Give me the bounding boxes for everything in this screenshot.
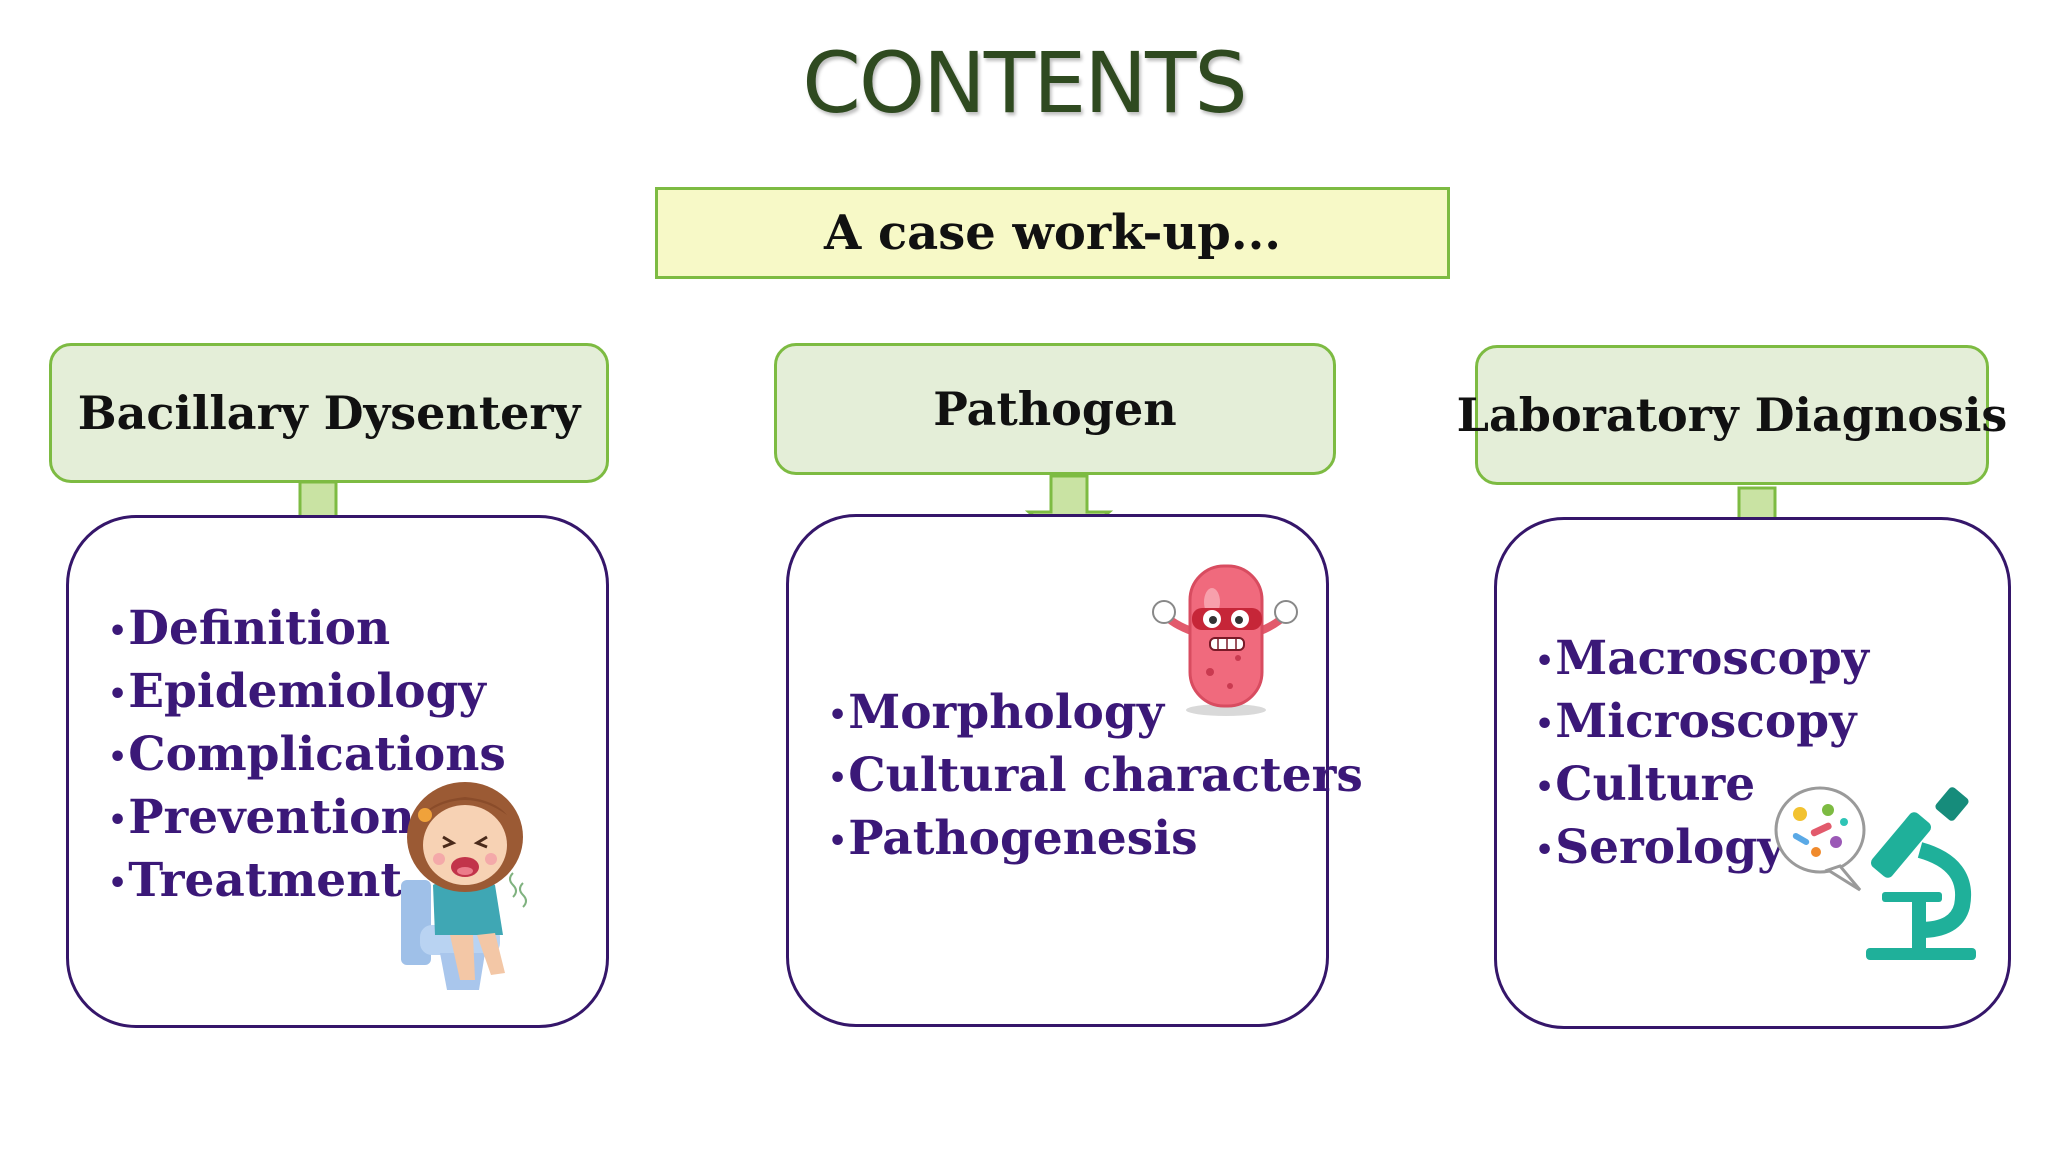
header-pathogen: Pathogen bbox=[774, 343, 1336, 475]
list-item: Serology bbox=[1535, 818, 1869, 881]
header-bacillary-dysentery: Bacillary Dysentery bbox=[49, 343, 609, 483]
list-item: Pathogenesis bbox=[828, 809, 1363, 872]
list-item: Treatment bbox=[108, 851, 506, 914]
topic-list-pathogen: Morphology Cultural characters Pathogene… bbox=[828, 683, 1363, 872]
child-on-toilet-icon bbox=[401, 782, 527, 990]
list-item: Microscopy bbox=[1535, 692, 1869, 755]
case-workup-box: A case work-up... bbox=[655, 187, 1450, 279]
header-label: Pathogen bbox=[933, 382, 1177, 436]
list-item: Cultural characters bbox=[828, 746, 1363, 809]
microscope-icon bbox=[1774, 786, 1976, 960]
list-item: Macroscopy bbox=[1535, 629, 1869, 692]
header-label: Laboratory Diagnosis bbox=[1456, 388, 2008, 442]
bacterium-character-icon bbox=[1152, 564, 1298, 716]
header-laboratory-diagnosis: Laboratory Diagnosis bbox=[1457, 345, 2007, 485]
list-item: Complications bbox=[108, 725, 506, 788]
header-label: Bacillary Dysentery bbox=[77, 386, 581, 440]
list-item: Epidemiology bbox=[108, 662, 506, 725]
page-title: CONTENTS bbox=[802, 34, 1247, 132]
case-workup-label: A case work-up... bbox=[823, 205, 1281, 261]
list-item: Morphology bbox=[828, 683, 1363, 746]
list-item: Culture bbox=[1535, 755, 1869, 818]
topic-list-laboratory-diagnosis: Macroscopy Microscopy Culture Serology bbox=[1535, 629, 1869, 881]
list-item: Prevention bbox=[108, 788, 506, 851]
topic-list-bacillary-dysentery: Definition Epidemiology Complications Pr… bbox=[108, 599, 506, 914]
list-item: Definition bbox=[108, 599, 506, 662]
